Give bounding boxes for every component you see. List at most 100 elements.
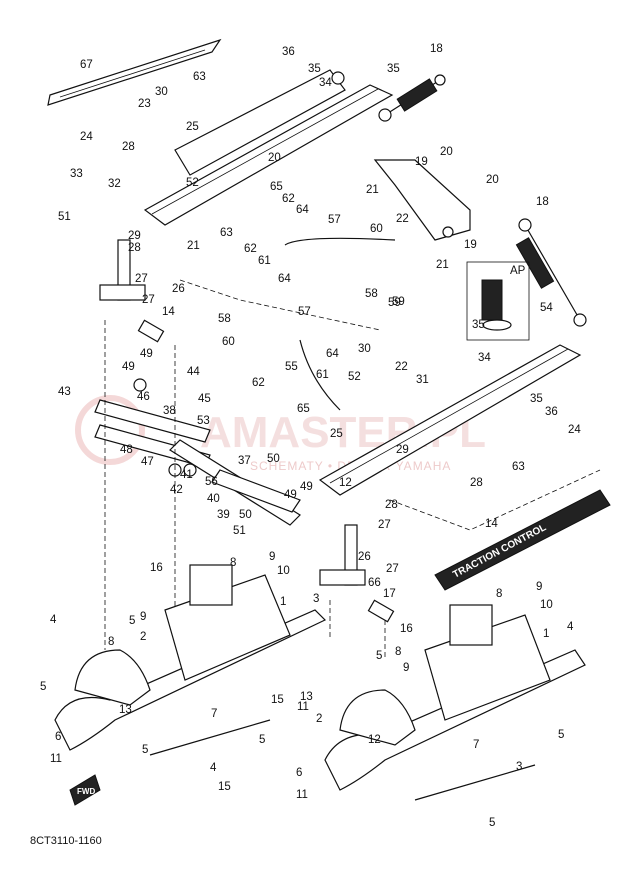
callout-50: 50 [239, 509, 252, 521]
callout-8: 8 [230, 557, 236, 569]
callout-3: 3 [516, 761, 522, 773]
callout-6: 6 [55, 731, 61, 743]
decal-66: TRACTION CONTROL [434, 489, 611, 591]
callout-12: 12 [339, 477, 352, 489]
callout-28: 28 [385, 499, 398, 511]
callout-15: 15 [271, 694, 284, 706]
callout-13: 13 [300, 691, 313, 703]
callout-10: 10 [277, 565, 290, 577]
fwd-label: FWD [77, 787, 95, 796]
callout-45: 45 [198, 393, 211, 405]
callout-53: 53 [197, 415, 210, 427]
callout-9: 9 [403, 662, 409, 674]
callout-5: 5 [142, 744, 148, 756]
callout-57: 57 [328, 214, 341, 226]
callout-4: 4 [50, 614, 57, 626]
callout-48: 48 [120, 444, 133, 456]
rear-arm-upper [143, 69, 394, 226]
callout-26: 26 [172, 283, 185, 295]
callout-58: 58 [365, 288, 378, 300]
callout-28: 28 [470, 477, 483, 489]
callout-58: 58 [218, 313, 231, 325]
callout-27: 27 [378, 519, 391, 531]
callout-16: 16 [150, 562, 163, 574]
callout-21: 21 [436, 259, 449, 271]
band-label: TRACTION CONTROL [451, 522, 548, 580]
callout-25: 25 [330, 428, 343, 440]
callout-62: 62 [252, 377, 265, 389]
decal-67 [47, 38, 222, 106]
callout-47: 47 [141, 456, 154, 468]
callout-29: 29 [128, 230, 141, 242]
callout-40: 40 [207, 493, 220, 505]
callout-60: 60 [370, 223, 383, 235]
callout-1: 1 [280, 596, 286, 608]
spacer-14-left [137, 319, 165, 343]
callout-5: 5 [259, 734, 265, 746]
callout-11: 11 [296, 789, 308, 801]
callout-64: 64 [278, 273, 291, 285]
callout-17: 17 [383, 588, 396, 600]
spacer-14-right [367, 599, 395, 623]
callout-34: 34 [319, 77, 332, 89]
callout-15: 15 [218, 781, 231, 793]
callout-51: 51 [233, 525, 246, 537]
callout-7: 7 [473, 739, 479, 751]
callout-60: 60 [222, 336, 235, 348]
callout-46: 46 [137, 391, 150, 403]
callout-63: 63 [193, 71, 206, 83]
callout-24: 24 [568, 424, 581, 436]
shock-absorber-top [378, 74, 446, 122]
callout-27: 27 [386, 563, 399, 575]
callout-35: 35 [530, 393, 543, 405]
ski-right [324, 604, 586, 801]
callout-19: 19 [464, 239, 477, 251]
callout-22: 22 [396, 213, 409, 225]
callout-13: 13 [119, 704, 132, 716]
callout-30: 30 [358, 343, 371, 355]
callout-9: 9 [140, 611, 146, 623]
callout-20: 20 [268, 152, 281, 164]
callout-11: 11 [50, 753, 62, 765]
callout-25: 25 [186, 121, 199, 133]
stabilizer-bar [284, 237, 396, 411]
callout-18: 18 [430, 43, 443, 55]
callout-4: 4 [210, 762, 217, 774]
callout-59: 59 [388, 297, 401, 309]
callout-5: 5 [129, 615, 135, 627]
callout-51: 51 [58, 211, 71, 223]
callout-64: 64 [326, 348, 339, 360]
callout-63: 63 [512, 461, 525, 473]
fwd-arrow: FWD [69, 774, 101, 806]
callout-16: 16 [400, 623, 413, 635]
ap-box: AP [466, 261, 530, 341]
callout-5: 5 [376, 650, 382, 662]
callout-8: 8 [496, 588, 502, 600]
callout-62: 62 [282, 193, 295, 205]
callout-30: 30 [155, 86, 168, 98]
callout-55: 55 [285, 361, 298, 373]
callout-61: 61 [258, 255, 271, 267]
callout-52: 52 [186, 177, 199, 189]
callout-2: 2 [140, 631, 146, 643]
callout-6: 6 [296, 767, 302, 779]
callout-31: 31 [416, 374, 429, 386]
diagram-code: 8CT3110-1160 [30, 835, 102, 847]
callout-54: 54 [540, 302, 553, 314]
callout-19: 19 [415, 156, 428, 168]
callout-29: 29 [396, 444, 409, 456]
callout-49: 49 [140, 348, 153, 360]
callout-43: 43 [58, 386, 71, 398]
callout-9: 9 [536, 581, 542, 593]
ski-left [54, 564, 327, 756]
callout-61: 61 [316, 369, 329, 381]
callout-65: 65 [297, 403, 310, 415]
callout-49: 49 [300, 481, 313, 493]
callout-27: 27 [142, 294, 155, 306]
callout-38: 38 [163, 405, 176, 417]
callout-44: 44 [187, 366, 200, 378]
callout-50: 50 [267, 453, 280, 465]
callout-35: 35 [472, 319, 485, 331]
callout-8: 8 [395, 646, 401, 658]
